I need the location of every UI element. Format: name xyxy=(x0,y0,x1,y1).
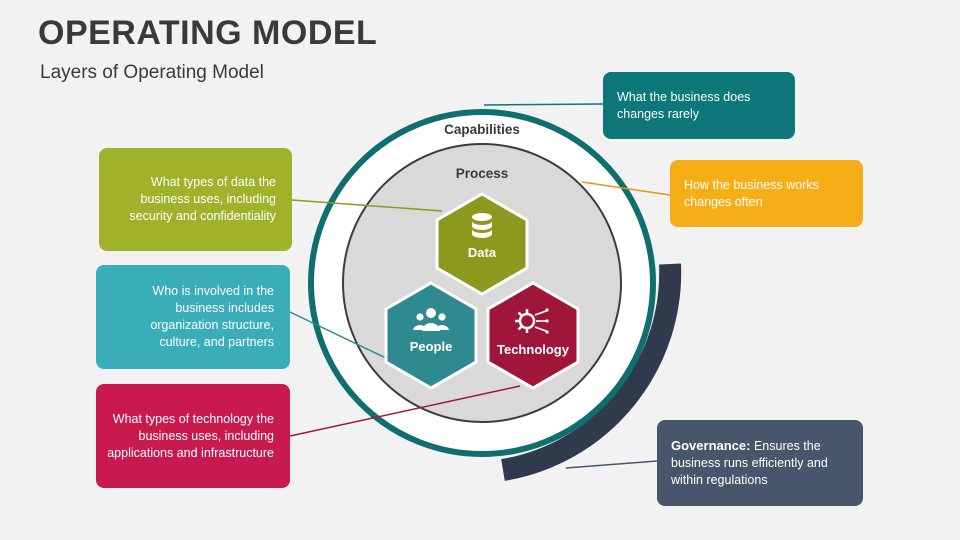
governance-title: Governance: xyxy=(671,438,751,453)
capabilities-label: Capabilities xyxy=(444,122,520,137)
callout-people: Who is involved in the business includes… xyxy=(96,265,290,369)
connector-process xyxy=(581,181,671,196)
callout-data-text: What types of data the business uses, in… xyxy=(129,175,276,223)
callout-capabilities: What the business does changes rarely xyxy=(603,72,795,139)
connector-capabilities xyxy=(483,103,604,106)
callout-governance-content: Governance: Ensures the business runs ef… xyxy=(671,437,853,489)
callout-capabilities-text: What the business does changes rarely xyxy=(617,89,751,121)
callout-people-text: Who is involved in the business includes… xyxy=(150,284,274,349)
callout-technology: What types of technology the business us… xyxy=(96,384,290,488)
callout-governance-text: Ensures the business runs efficiently an… xyxy=(671,439,828,487)
tech-gear-icon xyxy=(515,308,549,334)
hex-technology xyxy=(486,281,580,390)
hex-technology-label: Technology xyxy=(497,342,569,357)
callout-technology-text: What types of technology the business us… xyxy=(107,411,274,460)
governance-arc xyxy=(501,263,682,481)
connector-people xyxy=(289,311,391,361)
page-subtitle: Layers of Operating Model xyxy=(40,62,264,83)
hex-people xyxy=(384,281,478,390)
page-title: OPERATING MODEL xyxy=(38,14,378,52)
process-label: Process xyxy=(455,166,509,181)
connector-governance xyxy=(565,460,658,469)
connector-technology xyxy=(289,385,521,437)
people-icon xyxy=(413,308,449,331)
callout-process: How the business works changes often xyxy=(670,160,863,227)
callout-process-text: How the business works changes often xyxy=(684,177,819,209)
hex-data-label: Data xyxy=(467,245,497,260)
hex-data xyxy=(435,192,529,296)
callout-data: What types of data the business uses, in… xyxy=(99,148,292,251)
callout-governance: Governance: Ensures the business runs ef… xyxy=(657,420,863,506)
database-icon xyxy=(472,213,492,238)
hex-people-label: People xyxy=(409,339,453,354)
connector-data xyxy=(291,199,443,212)
